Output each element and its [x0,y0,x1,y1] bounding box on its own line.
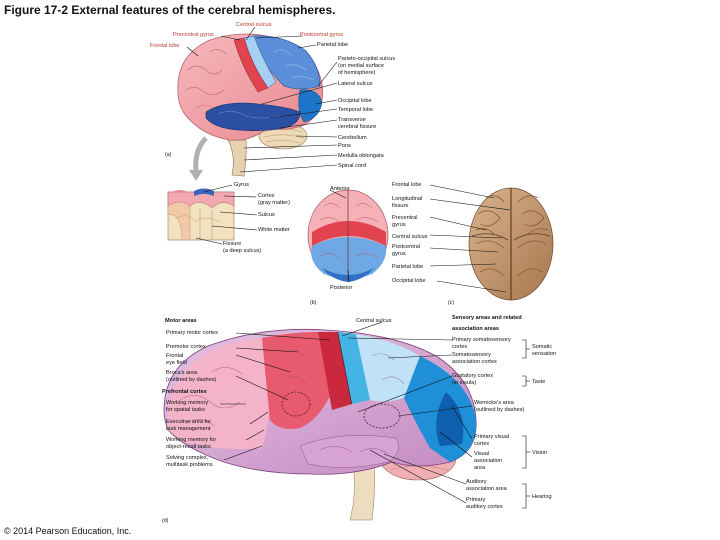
label-d-somatic-1: Somatic [532,344,552,350]
label-d-somato-assoc-1: Somatosensory [452,352,491,358]
label-d-taste: Taste [532,379,545,385]
panel-a-tag: (a) [165,152,172,158]
label-d-primary-auditory-1: Primary [466,497,485,503]
label-d-working-object-1: Working memory for [166,437,216,443]
label-b-fissure-1: Fissure [223,241,241,247]
label-a-spinal-cord: Spinal cord [338,163,366,169]
label-a-medulla: Medulla oblongata [338,153,385,159]
label-a-temporal-lobe: Temporal lobe [338,107,373,113]
copyright-notice: © 2014 Pearson Education, Inc. [4,526,132,536]
label-d-sensory-1: Sensory areas and related [452,315,522,321]
label-d-primary-somato-2: cortex [452,344,467,350]
label-b-sulcus: Sulcus [258,212,275,218]
label-d-working-spatial-1: Working memory [166,400,208,406]
label-d-primary-visual-1: Primary visual [474,434,509,440]
label-c-precentral-1: Precentral [392,215,418,221]
label-c-postcentral-1: Postcentral [392,244,420,250]
label-a-postcentral-gyrus: Postcentral gyrus [300,32,343,38]
label-a-frontal-lobe: Frontal lobe [150,43,180,49]
label-a-central-sulcus: Central sulcus [236,22,272,28]
panel-c-tag: (c) [448,300,454,306]
label-c-frontal-lobe: Frontal lobe [392,182,422,188]
panel-d-leader-lines [220,321,473,504]
label-d-executive-1: Executive area for [166,419,211,425]
panel-d-functional-brain [163,328,477,521]
panel-b-superior-brain [307,189,389,282]
label-c-longitudinal-2: fissure [392,203,408,209]
label-a-lateral-sulcus: Lateral sulcus [338,81,373,87]
label-a-precentral-gyrus: Precentral gyrus [173,32,214,38]
panel-b-cortex-block [167,188,235,241]
label-d-executive-2: task management [166,426,211,432]
panel-a-leader-lines [186,26,338,173]
label-a-parietal-lobe: Parietal lobe [317,42,348,48]
label-b-cortex-2: (gray matter) [258,200,290,206]
label-d-primary-somato-1: Primary somatosensory [452,337,511,343]
label-b-gyrus: Gyrus [234,182,249,188]
label-d-premotor: Premotor cortex [166,344,206,350]
label-d-primary-visual-2: cortex [474,441,489,447]
label-a-transverse-2: cerebral fissure [338,124,376,130]
label-d-solving-1: Solving complex, [166,455,209,461]
label-d-visual-assoc-1: Visual [474,451,489,457]
panel-d-brackets [522,339,530,509]
figure-title: Figure 17-2 External features of the cer… [4,3,336,17]
label-d-frontal-eye-2: eye field [166,360,187,366]
panel-b-leader-lines [195,184,350,283]
label-d-prefrontal: Prefrontal cortex [162,389,208,395]
label-d-gustatory-2: (in insula) [452,380,476,386]
label-c-parietal-lobe: Parietal lobe [392,264,423,270]
label-a-parieto-occipital-2: (on medial surface [338,63,384,69]
label-d-broca-1: Broca's area [166,370,198,376]
label-c-longitudinal-1: Longitudinal [392,196,422,202]
label-a-pons: Pons [338,143,351,149]
label-d-working-object-2: object-recall tasks [166,444,211,450]
label-c-occipital-lobe: Occipital lobe [392,278,426,284]
label-d-vision: Vision [532,450,547,456]
label-d-sensory-2: association areas [452,326,499,332]
label-d-wernicke-1: Wernicke's area [474,400,515,406]
label-d-working-spatial-2: for spatial tasks [166,407,205,413]
label-d-broca-2: (outlined by dashes) [166,377,217,383]
label-d-somatic-2: sensation [532,351,556,357]
label-c-precentral-2: gyrus [392,222,406,228]
label-d-auditory-assoc-2: association area [466,486,508,492]
label-a-parieto-occipital-1: Parieto-occipital sulcus [338,56,395,62]
label-d-somato-assoc-2: association cortex [452,359,497,365]
label-d-motor-areas: Motor areas [165,318,197,324]
label-d-visual-assoc-3: area [474,465,486,471]
label-d-wernicke-2: (outlined by dashes) [474,407,525,413]
label-d-visual-assoc-2: association [474,458,502,464]
label-c-postcentral-2: gyrus [392,251,406,257]
label-b-anterior: Anterior [330,186,350,192]
panel-c-leader-lines [429,184,511,293]
label-a-transverse-1: Transverse [338,117,366,123]
label-a-cerebellum: Cerebellum [338,135,367,141]
label-d-solving-2: multitask problems [166,462,213,468]
label-b-cortex-1: Cortex [258,193,275,199]
label-d-gustatory-1: Gustatory cortex [452,373,493,379]
label-d-auditory-assoc-1: Auditory [466,479,487,485]
panel-d-tag: (d) [162,518,169,524]
label-c-central-sulcus: Central sulcus [392,234,428,240]
panel-a-lateral-brain [177,33,324,177]
label-b-fissure-2: (a deep sulcus) [223,248,261,254]
label-d-hearing: Hearing [532,494,552,500]
label-a-occipital-lobe: Occipital lobe [338,98,372,104]
arrow-a-to-b [193,136,208,173]
arrow-head-icon [189,170,203,181]
label-d-primary-motor: Primary motor cortex [166,330,218,336]
label-d-central-sulcus: Central sulcus [356,318,392,324]
panel-b-tag: (b) [310,300,317,306]
label-b-white-matter: White matter [258,227,290,233]
label-a-parieto-occipital-3: of hemisphere) [338,70,375,76]
label-d-frontal-eye-1: Frontal [166,353,183,359]
label-d-primary-auditory-2: auditory cortex [466,504,503,510]
panel-c-photo-brain [468,187,554,301]
label-b-posterior: Posterior [330,285,353,291]
